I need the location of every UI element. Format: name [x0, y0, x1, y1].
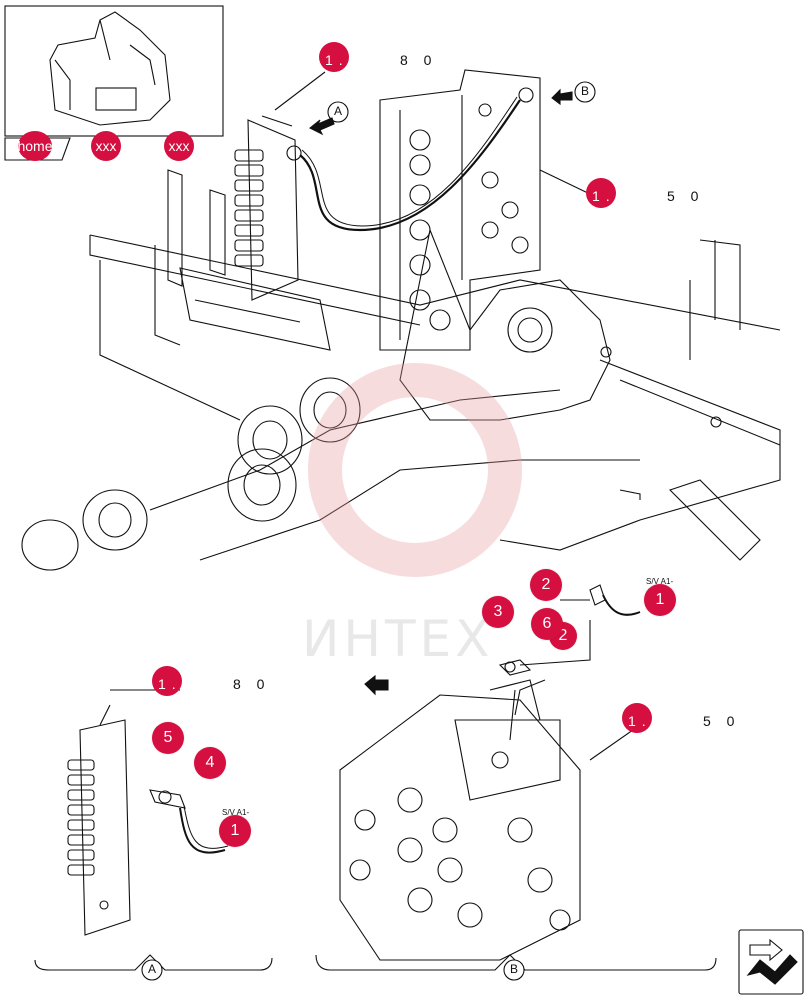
view-arrow-b-icon: [551, 88, 573, 106]
callout-1-top[interactable]: 1: [644, 584, 676, 616]
callout-5[interactable]: 5: [152, 722, 184, 754]
callout-1-detail-a[interactable]: 1: [219, 815, 251, 847]
watermark-text: ИНТЕХ: [302, 610, 494, 668]
back-button[interactable]: [739, 930, 803, 994]
detail-arrow-icon: [364, 674, 389, 696]
nav-button-2[interactable]: xxx: [164, 131, 194, 161]
detail-label-b: B: [510, 962, 519, 976]
view-arrow-a-icon: [308, 117, 335, 136]
view-marker-b-top: B: [581, 84, 590, 98]
main-view-outline: [21, 69, 781, 571]
return-arrow-icon: [738, 929, 804, 995]
sva1-label-top: S/V A1-: [646, 577, 674, 586]
detail-a-outline: [67, 689, 229, 936]
callout-2[interactable]: 2: [530, 569, 562, 601]
brace-a: [34, 954, 273, 971]
detail-label-a: A: [148, 962, 157, 976]
detail-b-spools: [349, 751, 571, 931]
valve-spools: [409, 103, 529, 331]
home-button[interactable]: home: [17, 131, 53, 161]
reference-link-1080-detail-a[interactable]: 1.080 8 0: [152, 666, 270, 696]
brace-b: [315, 954, 717, 971]
nav-button-1[interactable]: xxx: [91, 131, 121, 161]
reference-link-1080-top[interactable]: 1.080 8 0: [319, 42, 437, 72]
callout-3[interactable]: 3: [482, 596, 514, 628]
callout-4[interactable]: 4: [194, 747, 226, 779]
view-marker-a-top: A: [334, 104, 343, 118]
reference-link-1050-detail-b[interactable]: 1.050 5 0: [622, 703, 740, 733]
watermark-gear-icon: [308, 363, 522, 577]
sva1-label-bottom: S/V A1-: [222, 808, 250, 817]
solenoid-stack: [234, 149, 264, 267]
reference-link-1050-top[interactable]: 1.050 5 0: [586, 178, 704, 208]
detail-b-outline: [339, 584, 641, 961]
pin-bosses: [21, 377, 361, 571]
callout-6[interactable]: 6: [531, 608, 563, 640]
thumbnail-machine-icon: [49, 11, 171, 126]
thumbnail-frame: [4, 5, 224, 137]
